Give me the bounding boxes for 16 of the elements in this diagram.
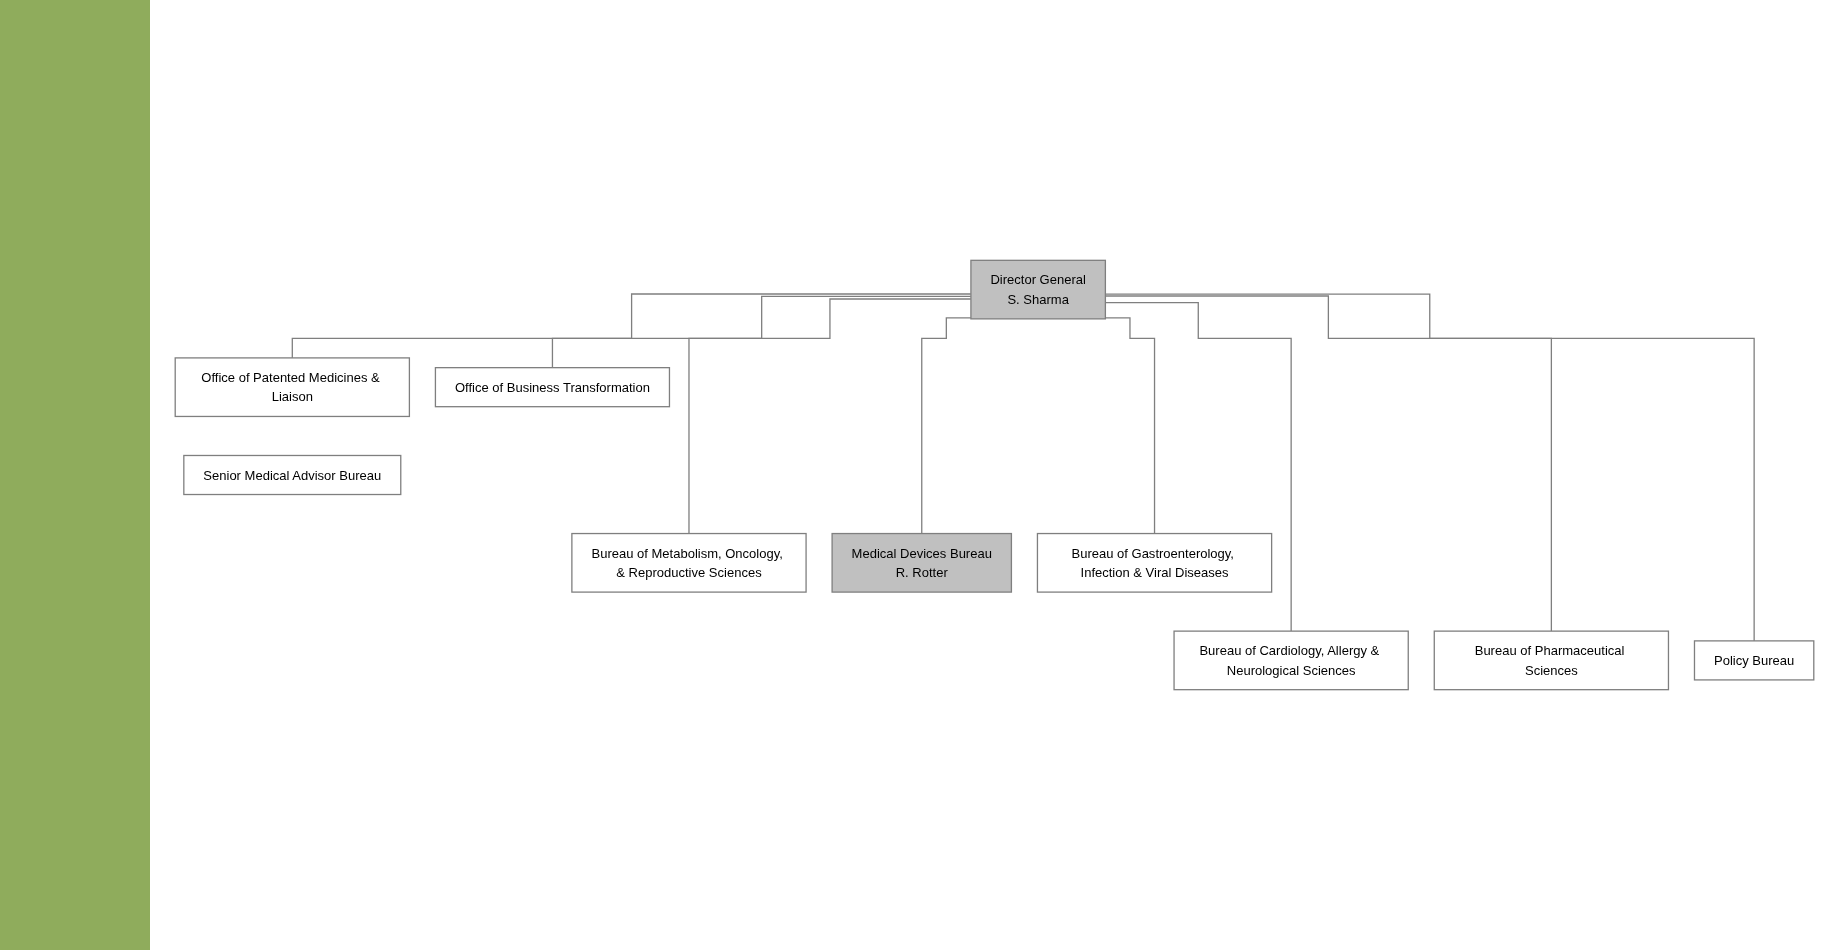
connector: [688, 298, 972, 535]
node-box: Senior Medical Advisor Bureau: [183, 454, 402, 496]
node-box: Medical Devices Bureau R. Rotter: [831, 532, 1013, 593]
node-box: Policy Bureau: [1693, 640, 1815, 681]
connector: [1104, 295, 1552, 632]
node-box: Bureau of Metabolism, Oncology, & Reproductive Sciences: [571, 532, 807, 593]
node-box: Bureau of Cardiology, Allergy & Neurological Sciences: [1173, 630, 1409, 691]
node-box: Bureau of Gastroenterology, Infection & Viral Diseases: [1036, 532, 1273, 593]
node-box: Office of Patented Medicines & Liaison: [174, 357, 411, 418]
node-box: Bureau of Pharmaceutical Sciences: [1433, 630, 1670, 691]
node-box: Office of Business Transformation: [434, 367, 671, 408]
node-box: Director General S. Sharma: [970, 259, 1107, 320]
connector: [1104, 301, 1292, 632]
connector: [1104, 317, 1156, 535]
connector: [921, 317, 972, 535]
connector: [1104, 293, 1755, 642]
